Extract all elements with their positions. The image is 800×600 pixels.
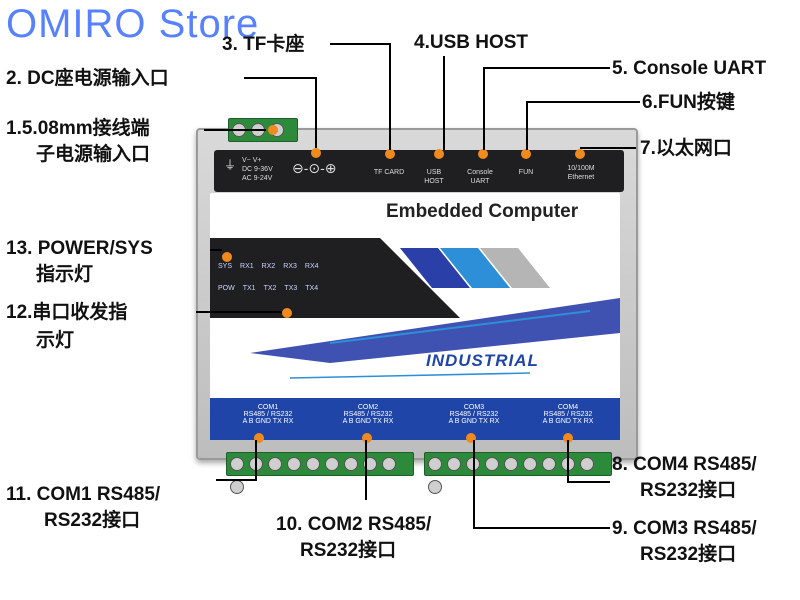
dot-tf [385,149,395,159]
led-row-top: SYS RX1 RX2 RX3 RX4 [218,263,319,270]
power-label-v: V− V+ [242,157,262,164]
terminal-block-com1-com2 [226,452,414,494]
terminal-block-com3-com4 [424,452,612,494]
led-tx1: TX1 [242,285,256,292]
callout-com2-line1: 10. COM2 RS485/ [276,514,432,535]
port-ethernet: 10/100M Ethernet [567,165,595,181]
dot-console [478,149,488,159]
com1-name: COM1 [257,404,279,411]
callout-ethernet: 7.以太网口 [640,138,732,159]
industrial-text: INDUSTRIAL [426,351,539,370]
led-rx2: RX2 [261,263,276,270]
panel-graphics [210,238,620,379]
com4-pins: A B GND TX RX [542,418,594,425]
com3-block: COM3 RS485 / RS232 A B GND TX RX [430,404,518,425]
callout-com2-line2: RS232接口 [300,540,397,561]
power-label-dc: DC 9-36V [242,166,273,173]
led-sys: SYS [218,263,233,270]
com2-block: COM2 RS485 / RS232 A B GND TX RX [324,404,412,425]
callout-fun-key: 6.FUN按键 [642,92,735,113]
dot-serial-led [282,308,292,318]
callout-tf-card: 3. TF卡座 [222,34,305,55]
callout-terminal-line2: 子电源输入口 [36,144,151,165]
dc-jack-icon: ⊖-⊙-⊕ [292,160,337,176]
callout-com1-line1: 11. COM1 RS485/ [6,484,161,505]
ground-icon: ⏚ [224,158,237,172]
callout-com4-line1: 8. COM4 RS485/ [612,454,757,475]
callout-com3-line1: 9. COM3 RS485/ [612,518,757,539]
com1-block: COM1 RS485 / RS232 A B GND TX RX [224,404,312,425]
dot-fun [521,149,531,159]
com3-name: COM3 [463,404,485,411]
port-console-uart: Console UART [467,169,493,185]
led-tx2: TX2 [263,285,277,292]
callout-console-uart: 5. Console UART [612,58,767,79]
dot-terminal [268,125,278,135]
led-rx4: RX4 [304,263,319,270]
power-label-ac: AC 9-24V [242,175,273,182]
callout-power-sys-line2: 指示灯 [36,264,94,285]
port-usb-host: USB HOST [424,169,444,185]
com4-name: COM4 [557,404,579,411]
callout-terminal-line1: 1.5.08mm接线端 [6,118,150,139]
callout-com1-line2: RS232接口 [44,510,141,531]
store-watermark: OMIRO Store [6,2,260,46]
com1-pins: A B GND TX RX [242,418,294,425]
callout-power-sys-line1: 13. POWER/SYS [6,238,153,259]
com1-type: RS485 / RS232 [243,411,293,418]
callout-usb-host: 4.USB HOST [414,32,529,53]
com-port-strip: COM1 RS485 / RS232 A B GND TX RX COM2 RS… [210,398,620,440]
dot-usb [434,149,444,159]
com4-block: COM4 RS485 / RS232 A B GND TX RX [524,404,612,425]
callout-dc-input: 2. DC座电源输入口 [6,68,169,89]
callout-com3-line2: RS232接口 [640,544,737,565]
dot-com4 [563,433,573,443]
com4-type: RS485 / RS232 [543,411,593,418]
dot-com1 [254,433,264,443]
led-rx1: RX1 [240,263,254,270]
callout-serial-led-line1: 12.串口收发指 [6,302,128,323]
led-row-bottom: POW TX1 TX2 TX3 TX4 [218,285,318,292]
callout-com4-line2: RS232接口 [640,480,737,501]
led-rx3: RX3 [283,263,297,270]
brand-title: Embedded Computer [386,201,579,222]
callout-serial-led-line2: 示灯 [36,330,75,351]
dot-com3 [466,433,476,443]
com2-pins: A B GND TX RX [342,418,394,425]
port-fun: FUN [518,169,534,176]
led-tx4: TX4 [305,285,319,292]
com2-name: COM2 [357,404,379,411]
dot-sys-led [222,252,232,262]
dot-eth [575,149,585,159]
port-tf-card: TF CARD [373,169,405,176]
device-top-panel: ⏚ V− V+ DC 9-36V AC 9-24V ⊖-⊙-⊕ TF CARD … [214,150,624,192]
com3-pins: A B GND TX RX [448,418,500,425]
com3-type: RS485 / RS232 [449,411,499,418]
dot-com2 [362,433,372,443]
com2-type: RS485 / RS232 [343,411,393,418]
dot-dc [311,148,321,158]
led-pow: POW [218,285,235,292]
led-tx3: TX3 [284,285,298,292]
